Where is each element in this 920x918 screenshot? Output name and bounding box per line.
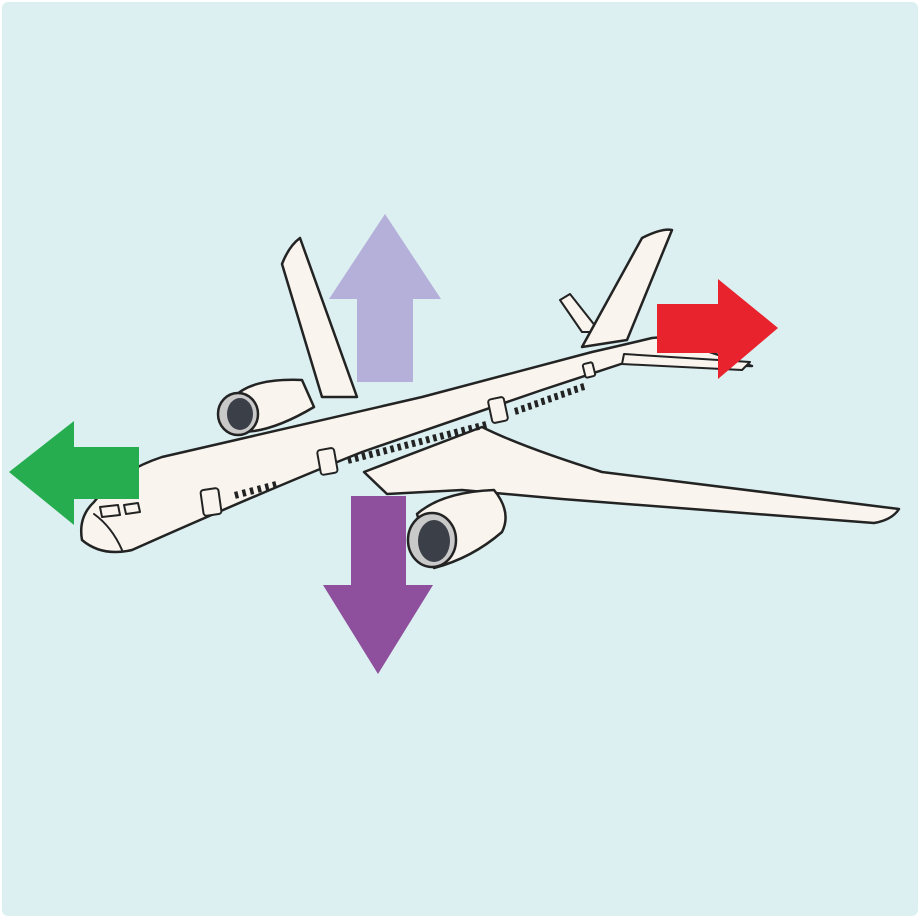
cabin-window xyxy=(467,424,473,433)
lower-engine xyxy=(406,488,507,570)
passenger-doors xyxy=(199,361,597,517)
cabin-window xyxy=(453,428,459,437)
cabin-window xyxy=(446,430,452,439)
cabin-window xyxy=(566,387,572,396)
cabin-window xyxy=(418,437,424,446)
force-arrows xyxy=(9,214,778,674)
cabin-window xyxy=(249,487,255,495)
cabin-window xyxy=(474,422,480,431)
fuselage xyxy=(80,335,754,554)
cabin-window xyxy=(347,456,353,464)
upper-wing xyxy=(280,236,359,399)
cabin-window xyxy=(389,445,395,453)
weight-arrow xyxy=(323,496,433,674)
cabin-window xyxy=(271,481,278,489)
cabin-window xyxy=(403,441,409,450)
cabin-window xyxy=(573,385,579,394)
cabin-window xyxy=(547,395,553,403)
cabin-window xyxy=(579,383,586,391)
cabin-window xyxy=(520,404,526,413)
cabin-window xyxy=(560,390,566,398)
cabin-window xyxy=(382,446,388,455)
tail-fin xyxy=(580,228,674,349)
cabin-window xyxy=(241,489,247,497)
lift-arrow xyxy=(329,214,441,382)
cockpit-windows xyxy=(93,502,141,551)
cabin-window xyxy=(527,402,533,410)
cabin-window xyxy=(482,421,488,429)
cabin-window xyxy=(375,448,381,457)
cabin-window xyxy=(361,452,367,461)
cabin-window xyxy=(256,485,262,493)
cabin-window xyxy=(460,426,466,435)
thrust-arrow xyxy=(657,279,778,379)
cabin-window xyxy=(553,392,559,401)
cabin-window xyxy=(368,450,374,459)
lower-wing xyxy=(362,425,901,525)
cabin-windows xyxy=(234,383,586,499)
cabin-window xyxy=(533,399,539,408)
airplane-illustration xyxy=(80,228,901,570)
cabin-window xyxy=(410,439,417,448)
cabin-window xyxy=(354,454,360,462)
cabin-window xyxy=(540,397,546,406)
drag-arrow xyxy=(9,421,139,525)
cabin-window xyxy=(396,443,402,451)
cabin-window xyxy=(425,435,431,444)
cabin-window xyxy=(432,434,438,442)
upper-engine xyxy=(216,378,316,437)
cabin-window xyxy=(264,483,270,491)
cabin-window xyxy=(439,432,445,440)
cabin-window xyxy=(514,407,520,415)
cabin-window xyxy=(234,491,240,499)
